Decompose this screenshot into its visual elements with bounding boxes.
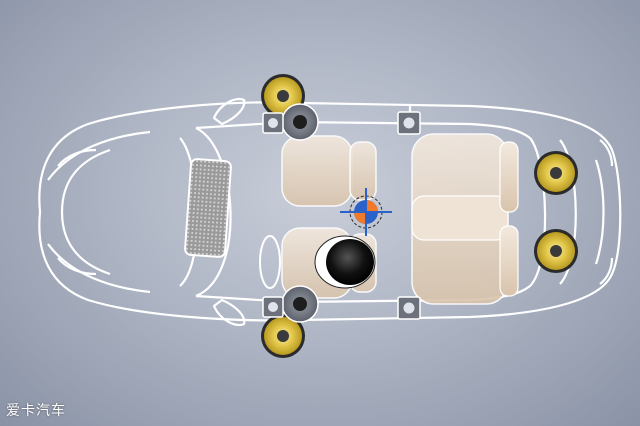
tweeter-icon	[263, 297, 283, 317]
watermark: 爱卡汽车	[6, 400, 66, 420]
woofer-icon	[534, 229, 578, 273]
tweeter-icon	[263, 113, 283, 133]
rear-bench-seat	[412, 134, 518, 304]
tweeter-icon	[398, 112, 420, 134]
midrange-icon	[282, 104, 318, 140]
front-seat-left	[282, 136, 376, 206]
steering-wheel	[260, 236, 280, 288]
tweeter-icon	[398, 297, 420, 319]
driver-head	[315, 236, 375, 288]
sunroof	[185, 159, 232, 258]
midrange-icon	[282, 286, 318, 322]
woofer-icon	[534, 151, 578, 195]
